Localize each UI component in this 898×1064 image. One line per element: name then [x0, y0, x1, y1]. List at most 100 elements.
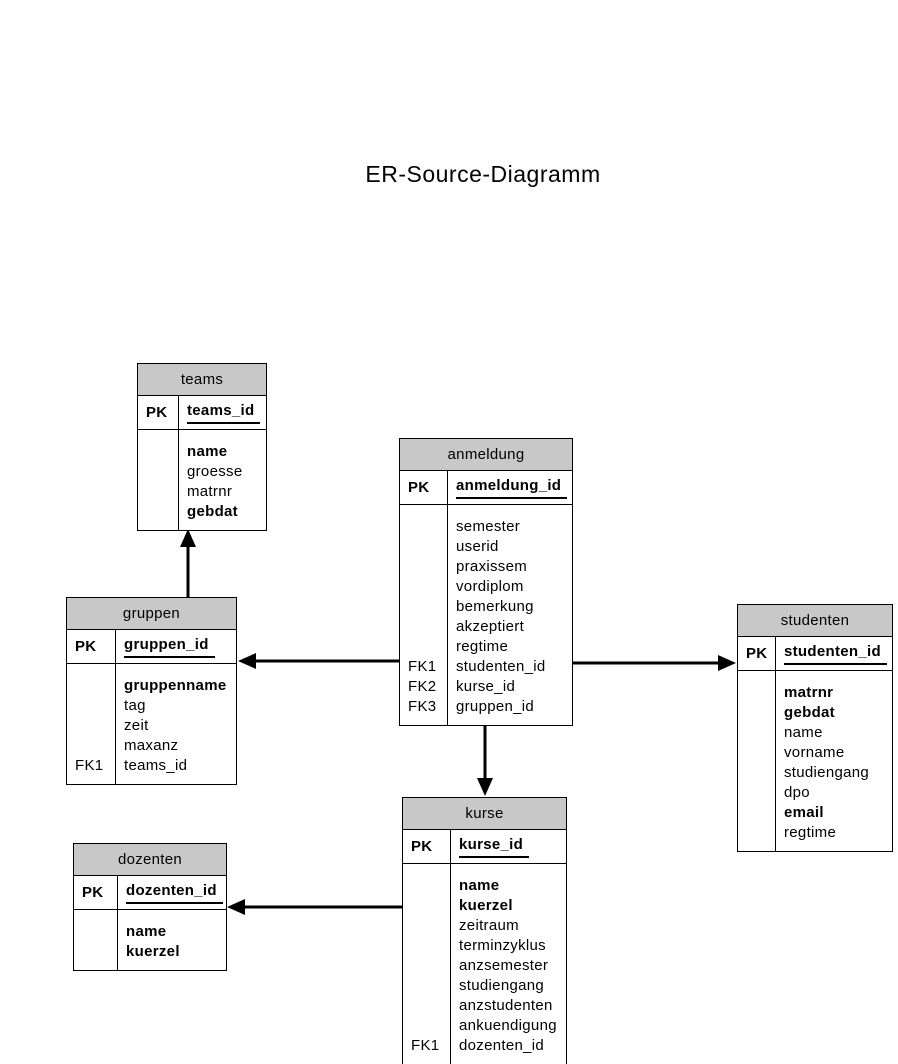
attribute-row: anzstudenten	[403, 996, 566, 1016]
key-spacer	[400, 517, 448, 537]
key-column-divider	[450, 864, 451, 1064]
attribute-name: regtime	[784, 824, 837, 841]
attribute-name: name	[126, 923, 167, 940]
relationship-anmeldung-studenten[interactable]	[573, 655, 736, 671]
arrowhead-right-icon	[718, 655, 736, 671]
key-column-divider	[115, 664, 116, 784]
pk-field-cell: studenten_id	[776, 642, 887, 665]
attribute-row: studiengang	[738, 763, 892, 783]
attribute-name: akzeptiert	[456, 618, 525, 635]
attribute-name: name	[187, 443, 228, 460]
key-spacer	[67, 696, 116, 716]
attribute-row: FK1 dozenten_id	[403, 1036, 566, 1056]
fk-label: FK1	[411, 1037, 440, 1054]
attribute-row: regtime	[738, 823, 892, 843]
attribute-name: teams_id	[124, 757, 188, 774]
pk-label: PK	[74, 876, 118, 909]
key-spacer	[403, 996, 451, 1016]
attribute-name: vordiplom	[456, 578, 524, 595]
attribute-name: matrnr	[784, 684, 834, 701]
relationship-kurse-dozenten[interactable]	[227, 899, 402, 915]
attribute-name: userid	[456, 538, 499, 555]
attribute-name: anzstudenten	[459, 997, 553, 1014]
attribute-name: studiengang	[459, 977, 545, 994]
attribute-name: gebdat	[187, 503, 238, 520]
attribute-name: dpo	[784, 784, 810, 801]
attribute-row: matrnr	[138, 482, 266, 502]
key-spacer	[403, 896, 451, 916]
attribute-name: zeit	[124, 717, 149, 734]
pk-field-cell: dozenten_id	[118, 881, 223, 904]
entity-header-anmeldung: anmeldung	[400, 439, 572, 471]
key-spacer	[738, 703, 776, 723]
attribute-row: akzeptiert	[400, 617, 572, 637]
pk-label: PK	[67, 630, 116, 663]
entity-header-studenten: studenten	[738, 605, 892, 637]
key-spacer	[738, 803, 776, 823]
pk-field-name: kurse_id	[459, 835, 530, 858]
arrowhead-left-icon	[238, 653, 256, 669]
key-spacer	[74, 922, 118, 942]
key-spacer	[74, 942, 118, 962]
attribute-row: kuerzel	[74, 942, 226, 962]
attribute-name: kuerzel	[459, 897, 513, 914]
attribute-name: studenten_id	[456, 658, 546, 675]
key-spacer	[403, 1016, 451, 1036]
attribute-row: name	[738, 723, 892, 743]
attribute-name: zeitraum	[459, 917, 519, 934]
arrowhead-up-icon	[180, 529, 196, 547]
attribute-name: dozenten_id	[459, 1037, 545, 1054]
key-spacer	[67, 676, 116, 696]
pk-label: PK	[403, 830, 451, 863]
attribute-row: anzsemester	[403, 956, 566, 976]
key-spacer	[400, 637, 448, 657]
entity-header-teams: teams	[138, 364, 266, 396]
attribute-row: userid	[400, 537, 572, 557]
pk-field-cell: anmeldung_id	[448, 476, 568, 499]
fk-label: FK2	[408, 678, 437, 695]
attribute-name: bemerkung	[456, 598, 534, 615]
attribute-name: maxanz	[124, 737, 179, 754]
attribute-name: matrnr	[187, 483, 233, 500]
relationship-gruppen-teams[interactable]	[180, 529, 196, 597]
attribute-name: groesse	[187, 463, 243, 480]
attribute-row: vorname	[738, 743, 892, 763]
diagram-title: ER-Source-Diagramm	[365, 161, 601, 187]
attribute-row: gebdat	[738, 703, 892, 723]
pk-field-cell: teams_id	[179, 401, 261, 424]
attribute-name: studiengang	[784, 764, 870, 781]
attribute-row: matrnr	[738, 683, 892, 703]
attribute-name: name	[459, 877, 500, 894]
pk-field-name: teams_id	[187, 401, 261, 424]
key-spacer	[400, 597, 448, 617]
key-spacer	[400, 537, 448, 557]
key-column-divider	[447, 505, 448, 725]
relationship-anmeldung-gruppen[interactable]	[238, 653, 399, 669]
key-spacer	[738, 723, 776, 743]
pk-row: PK kurse_id	[403, 830, 566, 864]
arrowhead-left-icon	[227, 899, 245, 915]
key-spacer	[138, 442, 179, 462]
attribute-row: praxissem	[400, 557, 572, 577]
attribute-row: name	[138, 442, 266, 462]
pk-label: PK	[738, 637, 776, 670]
pk-field-name: studenten_id	[784, 642, 887, 665]
pk-row: PK studenten_id	[738, 637, 892, 671]
relationship-anmeldung-kurse[interactable]	[477, 722, 493, 796]
entity-header-gruppen: gruppen	[67, 598, 236, 630]
attribute-list: name groesse matrnr gebdat	[138, 430, 266, 530]
